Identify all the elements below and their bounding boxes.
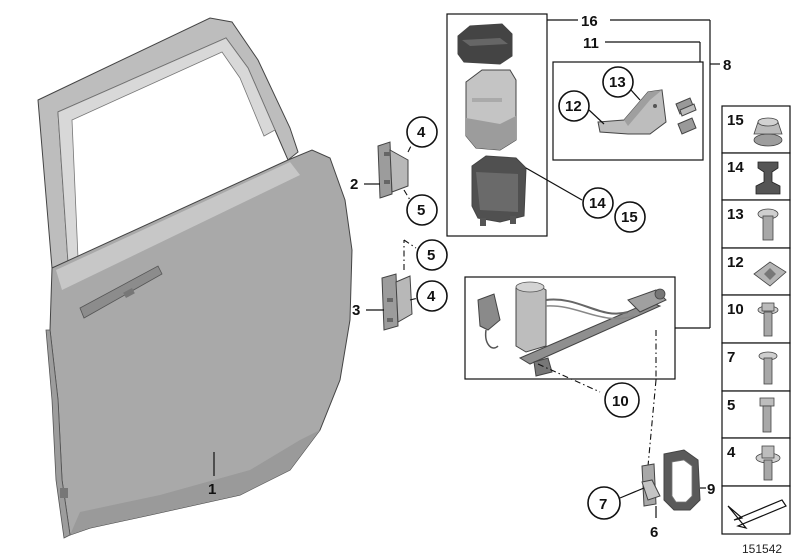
callout-label: 12 [565, 98, 582, 115]
callout-label: 15 [621, 209, 638, 226]
housing-cover[interactable] [457, 23, 513, 65]
callout-label: 4 [417, 124, 426, 141]
lower-hinge[interactable] [381, 273, 413, 331]
sidebar-cell[interactable] [721, 342, 791, 392]
clip-icon [753, 261, 787, 287]
callout-circle [614, 201, 646, 233]
sidebar-label: 7 [727, 349, 735, 366]
clip-nuts[interactable] [675, 97, 697, 135]
callout-circle [558, 90, 590, 122]
washer-bolt-icon [755, 445, 781, 481]
callout-label: 3 [352, 302, 360, 319]
callout-label: 10 [612, 393, 629, 410]
callout-label: 5 [417, 202, 425, 219]
upper-hinge[interactable] [377, 141, 409, 199]
bolt-icon [757, 208, 779, 241]
callout-label: 11 [583, 35, 599, 52]
sidebar-label: 15 [727, 112, 744, 129]
callout-label: 16 [581, 13, 598, 30]
hex-bolt-icon [759, 397, 775, 433]
callout-label: 1 [208, 481, 216, 498]
sidebar-label: 10 [727, 301, 744, 318]
door-shell[interactable] [37, 17, 353, 539]
mounting-bracket[interactable] [597, 89, 667, 135]
callout-circle [582, 187, 614, 219]
callout-circle [416, 239, 448, 271]
sidebar-label: 5 [727, 397, 735, 414]
sidebar-cell[interactable] [721, 485, 791, 535]
housing-bracket[interactable] [471, 155, 527, 226]
reference-number: 151542 [742, 542, 782, 556]
sidebar-cell[interactable] [721, 390, 791, 439]
callout-circle [406, 194, 438, 226]
wire-clip[interactable] [477, 293, 501, 349]
fastener-sidebar: 15 14 13 12 10 [721, 105, 791, 535]
check-strap[interactable] [641, 463, 661, 507]
callout-circle [406, 116, 438, 148]
sidebar-label: 4 [727, 444, 736, 461]
callout-circle [587, 486, 621, 520]
nut-icon [753, 117, 783, 147]
sidebar-cell[interactable] [721, 294, 791, 344]
flange-bolt-icon [757, 302, 779, 337]
grommet-icon [755, 161, 781, 195]
callout-label: 14 [589, 195, 606, 212]
callout-circle [604, 382, 640, 418]
direction-arrow-icon [727, 499, 787, 530]
callout-circle [602, 66, 634, 98]
actuator-assembly[interactable] [515, 281, 667, 377]
callout-label: 2 [350, 176, 358, 193]
callout-label: 13 [609, 74, 626, 91]
callout-label: 8 [723, 57, 731, 74]
sidebar-label: 12 [727, 254, 744, 271]
screw-icon [758, 351, 778, 385]
callout-label: 4 [427, 288, 436, 305]
callout-label: 5 [427, 247, 435, 264]
sidebar-cell[interactable] [721, 199, 791, 249]
callout-circle [416, 280, 448, 312]
door-seal[interactable] [663, 449, 701, 511]
sidebar-label: 13 [727, 206, 744, 223]
callout-label: 7 [599, 496, 607, 513]
housing-body[interactable] [465, 69, 517, 151]
callout-label: 9 [707, 481, 715, 498]
panel-actuator [464, 276, 676, 380]
sidebar-label: 14 [727, 159, 744, 176]
callout-label: 6 [650, 524, 658, 541]
sidebar-cell[interactable] [721, 437, 791, 487]
